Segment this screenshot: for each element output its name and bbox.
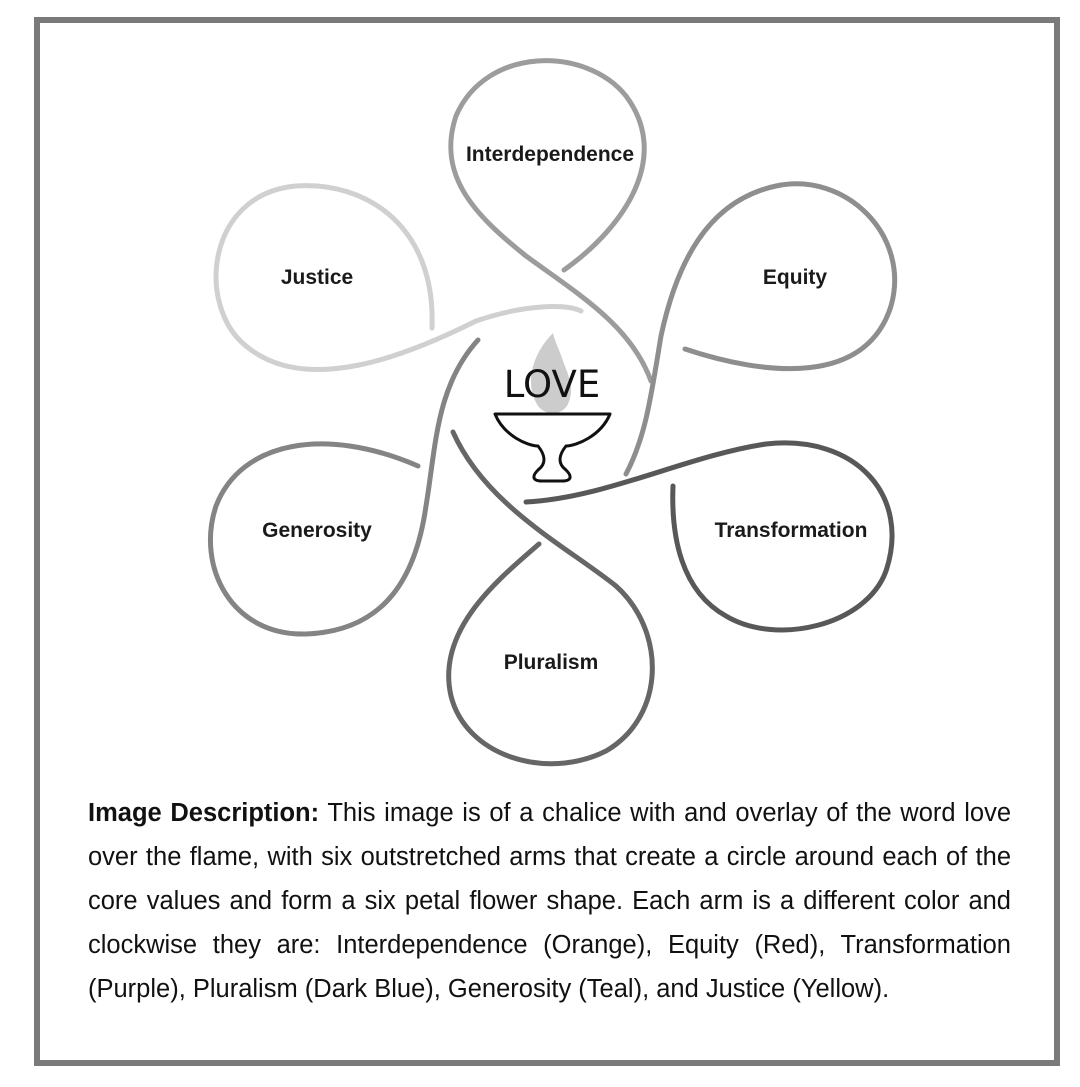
chalice-cup <box>493 412 612 483</box>
arm-equity <box>623 181 898 477</box>
description-lead: Image Description: <box>88 799 320 827</box>
image-description: Image Description: This image is of a ch… <box>88 791 1011 1011</box>
arm-generosity <box>207 337 481 637</box>
petal-label-pluralism: Pluralism <box>504 651 599 674</box>
petal-label-justice: Justice <box>281 266 353 289</box>
arm-justice <box>213 183 584 372</box>
flame-shape <box>530 333 572 414</box>
figure-frame: Justice Interdependence Equity Transform… <box>34 17 1060 1066</box>
arm-pluralism <box>446 429 655 767</box>
petal-label-equity: Equity <box>763 266 827 289</box>
petal-equity: Equity <box>623 181 898 477</box>
arm-interdependence <box>448 58 654 384</box>
petal-label-interdependence: Interdependence <box>466 143 634 166</box>
description-text: This image is of a chalice with and over… <box>88 799 1011 1003</box>
love-word: LOVE <box>504 363 600 406</box>
petal-label-generosity: Generosity <box>262 519 372 542</box>
chalice-emblem: LOVE <box>493 333 612 483</box>
petal-transformation: Transformation <box>523 440 895 633</box>
values-flower-diagram: Justice Interdependence Equity Transform… <box>207 58 898 767</box>
petal-label-transformation: Transformation <box>715 519 868 542</box>
petal-generosity: Generosity <box>207 337 481 637</box>
petal-interdependence: Interdependence <box>448 58 654 384</box>
petal-justice: Justice <box>213 183 584 372</box>
petal-pluralism: Pluralism <box>446 429 655 767</box>
arm-transformation <box>523 440 895 633</box>
